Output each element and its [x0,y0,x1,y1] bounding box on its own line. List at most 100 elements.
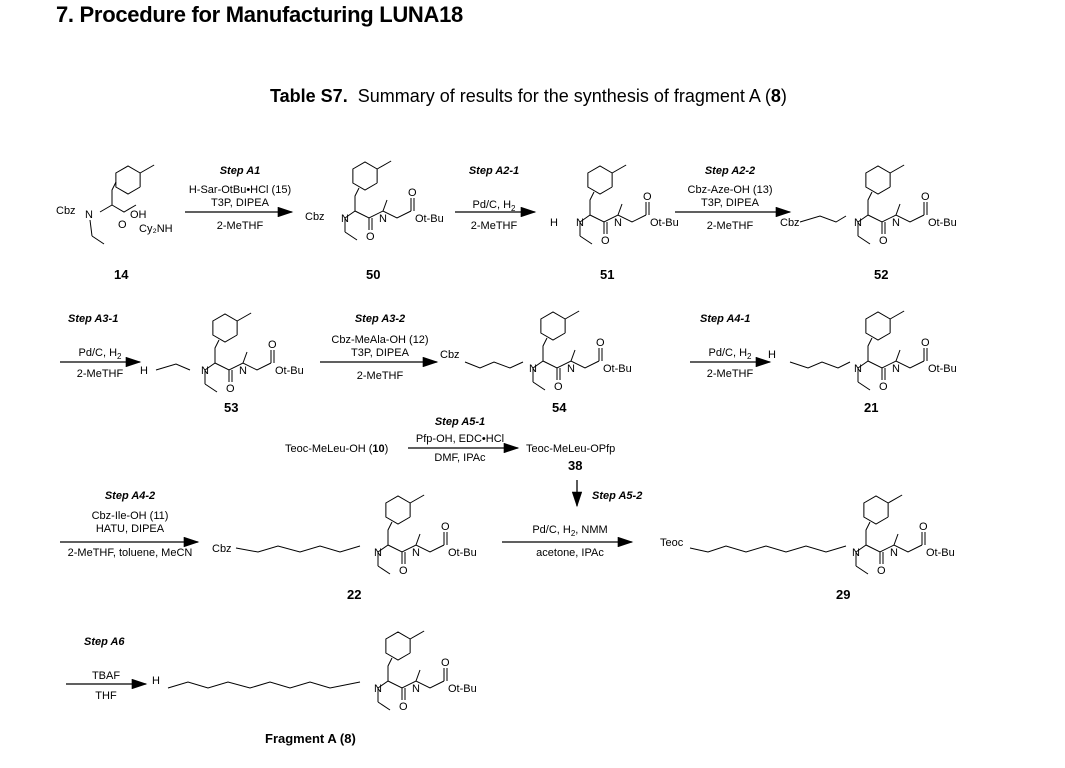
aromatic-ring [865,311,891,341]
step-a3-1-reagent: Pd/C, H2 [78,347,122,362]
cbz-label: Cbz [212,543,232,555]
oxygen-label: O [921,337,930,349]
step-a1-reagent-1: H-Sar-OtBu•HCl (15) [188,184,292,196]
aromatic-ring [115,165,141,195]
step-a1-solvent: 2-MeTHF [216,220,264,232]
n-methyl [242,351,248,364]
h-label: H [140,365,148,377]
aze-link [155,363,191,371]
ester-label: Ot-Bu [928,363,957,375]
aromatic-ring [385,495,411,525]
step-a2-1-reagent: Pd/C, H2 [472,199,516,214]
n-methyl [895,203,901,216]
frag-sidechain [377,657,393,689]
h-label: H [550,217,558,229]
nitrogen-label: N [412,547,420,559]
h-label: H [152,675,160,687]
step-a6-solvent: THF [95,690,117,702]
cbz-label: Cbz [305,211,325,223]
oxygen-label: O [919,521,928,533]
ester-label: Ot-Bu [928,217,957,229]
n-ethyl [579,235,593,245]
c53-sidechain [204,339,220,371]
c29-sidechain [855,521,871,553]
mala-aze [464,361,524,369]
c14-acid [111,204,137,213]
step-a4-2-solvent: 2-MeTHF, toluene, MeCN [67,547,193,559]
compound-38-name: Teoc-MeLeu-OPfp [526,443,616,455]
mala-aze [789,361,851,369]
n-ethyl [204,383,218,393]
step-a2-1-title: Step A2-1 [468,165,520,177]
step-a5-1-title: Step A5-1 [434,416,486,428]
hydroxyl-label: OH [130,209,147,221]
nitrogen-label: N [374,547,382,559]
nitrogen-label: N [529,363,537,375]
step-a6-reagent: TBAF [91,670,121,682]
n-methyl [895,349,901,362]
step-a4-2-reagent-1: Cbz-Ile-OH (11) [91,510,169,522]
nitrogen-label: N [239,365,247,377]
n-methyl [570,349,576,362]
step-a2-2-reagent-2: T3P, DIPEA [701,197,759,209]
methyl-bond [889,164,905,174]
compound-54-label: 54 [552,400,567,415]
step-a2-2-solvent: 2-MeTHF [706,220,754,232]
caption-text: Summary of results for the synthesis of … [357,86,771,106]
methyl-bond [139,164,155,174]
oxygen-label: O [441,521,450,533]
ester-label: Ot-Bu [926,547,955,559]
oxygen-label: O [399,565,408,577]
aromatic-ring [352,161,378,191]
c14-sidechain [99,181,117,213]
amine-salt-label: Cy₂NH [139,223,173,235]
step-a5-2-solvent: acetone, IPAc [536,547,604,559]
ester-label: Ot-Bu [275,365,304,377]
oxygen-label: O [921,191,930,203]
compound-21-label: 21 [864,400,879,415]
nitrogen-label: N [892,363,900,375]
aze-link [799,215,847,223]
ester-label: Ot-Bu [415,213,444,225]
compound-50-label: 50 [366,267,381,282]
step-a3-1-solvent: 2-MeTHF [76,368,124,380]
nitrogen-label: N [412,683,420,695]
oxygen-label: O [399,701,408,713]
nitrogen-label: N [854,363,862,375]
step-a4-1-reagent: Pd/C, H2 [708,347,752,362]
nitrogen-label: N [341,213,349,225]
n-methyl [415,533,421,546]
step-a5-1-reagent: Pfp-OH, EDC•HCl [415,433,505,445]
step-a3-1-title: Step A3-1 [68,313,119,325]
ester-label: Ot-Bu [448,547,477,559]
table-label: Table S7. [270,86,348,106]
oxygen-label: O [643,191,652,203]
step-a2-2-title: Step A2-2 [704,165,756,177]
ester-label: Ot-Bu [650,217,679,229]
oxygen-label: O [268,339,277,351]
nitrogen-label: N [614,217,622,229]
compound-53-label: 53 [224,400,239,415]
n-methyl [415,669,421,682]
c54-sidechain [532,337,548,369]
compound-29-label: 29 [836,587,851,602]
step-a1-reagent-2: T3P, DIPEA [211,197,269,209]
step-a4-1-solvent: 2-MeTHF [706,368,754,380]
oxygen-label: O [601,235,610,247]
nitrogen-label: N [201,365,209,377]
nitrogen-label: N [576,217,584,229]
methyl-bond [611,164,627,174]
methyl-bond [236,312,252,322]
methyl-bond [376,160,392,170]
aromatic-ring [587,165,613,195]
n-ethyl [857,235,871,245]
caption-end: ) [780,86,787,106]
oxygen-label: O [226,383,235,395]
n-ethyl [855,565,869,575]
nitrogen-label: N [854,217,862,229]
n-methyl [617,203,623,216]
n-ethyl [532,381,546,391]
step-a4-1-title: Step A4-1 [700,313,751,325]
c22-sidechain [377,521,393,553]
